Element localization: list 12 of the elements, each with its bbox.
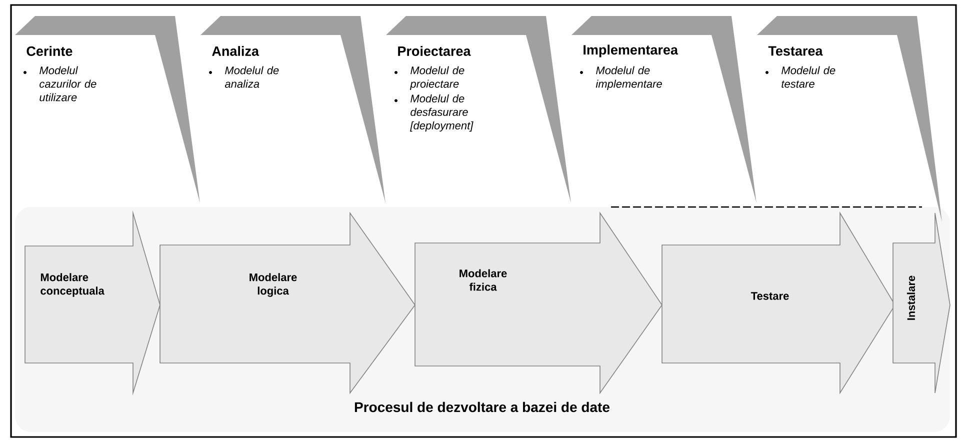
bullet-item: Modelul de analiza [209, 66, 279, 88]
bullet-item: Modelul de testare [766, 66, 836, 88]
bullet-item: Modelul de desfasurare [deployment] [394, 94, 474, 132]
phase-heading: Implementarea [584, 44, 678, 58]
phase-heading: Testarea [768, 46, 823, 56]
band-label: Procesul de dezvoltare a bazei de date [354, 402, 610, 412]
bullet-item: Modelul de implementare [580, 66, 662, 90]
phase-heading: Proiectarea [398, 46, 471, 56]
bullet-item: Modelul de proiectare [394, 66, 464, 90]
phase-heading: Cerinte [26, 46, 72, 56]
bullet-item: Modelul cazurilor de utilizare [24, 66, 96, 102]
phase-heading: Analiza [212, 46, 260, 56]
